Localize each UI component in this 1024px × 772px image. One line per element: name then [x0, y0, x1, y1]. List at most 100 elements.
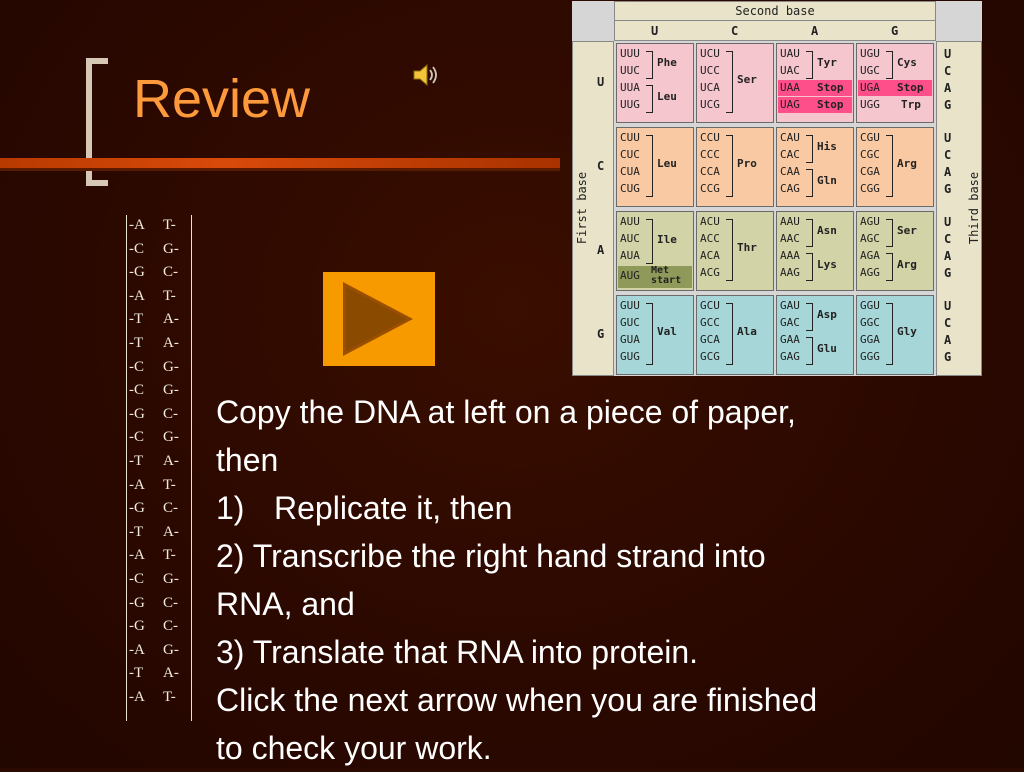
- third-base-letter: C: [944, 64, 952, 78]
- right-strand-base: G-: [163, 571, 179, 587]
- codon-bracket: [806, 219, 813, 247]
- amino-acid: Gln: [817, 174, 837, 187]
- amino-acid: Thr: [737, 241, 757, 254]
- codon-bracket: [886, 303, 893, 365]
- left-strand-base: -A: [129, 641, 145, 658]
- codon-bracket: [726, 135, 733, 197]
- step-text: Replicate it, then: [274, 490, 513, 526]
- codon-bracket: [886, 135, 893, 197]
- codon-bracket: [726, 51, 733, 113]
- codon: UUA: [620, 81, 640, 94]
- second-base-header: Second base: [614, 1, 936, 21]
- instruction-step-1: 1) Replicate it, then: [216, 484, 1006, 532]
- codon: ACC: [700, 232, 720, 245]
- right-strand-base: G-: [163, 358, 179, 375]
- third-base-letter: U: [944, 299, 952, 313]
- right-strand-base: T-: [163, 287, 176, 304]
- codon-bracket: [806, 169, 813, 197]
- codon-bracket: [806, 253, 813, 281]
- amino-acid: start: [651, 275, 682, 286]
- third-base-letter: C: [944, 232, 952, 246]
- codon: UUG: [620, 98, 640, 111]
- codon: UCA: [700, 81, 720, 94]
- right-strand-base: G-: [163, 240, 179, 257]
- codon: AUU: [620, 215, 640, 228]
- right-strand-base: A-: [163, 453, 179, 469]
- right-strand-base: A-: [163, 311, 179, 328]
- title-rule-shadow: [0, 168, 560, 171]
- codon: AGA: [860, 249, 880, 262]
- left-strand-base: -A: [129, 287, 145, 304]
- dna-base-pair: -C G-: [127, 239, 191, 262]
- amino-acid: Val: [657, 325, 677, 338]
- instruction-line: RNA, and: [216, 586, 355, 622]
- codon: CGA: [860, 165, 880, 178]
- title-rule: [0, 158, 560, 168]
- codon: CUU: [620, 131, 640, 144]
- codon-bracket: [806, 135, 813, 163]
- codon: CAA: [780, 165, 800, 178]
- codon: GAU: [780, 299, 800, 312]
- codon: AAA: [780, 249, 800, 262]
- codon: GGA: [860, 333, 880, 346]
- codon: CAU: [780, 131, 800, 144]
- amino-acid: Met: [651, 265, 670, 276]
- instruction-line: Click the next arrow when you are finish…: [216, 682, 818, 718]
- right-strand-base: A-: [163, 335, 179, 351]
- codon: ACA: [700, 249, 720, 262]
- first-base-letter: G: [597, 327, 605, 341]
- amino-acid: Trp: [901, 98, 921, 111]
- third-base-label: Third base: [967, 171, 981, 245]
- left-strand-base: -T: [129, 453, 144, 469]
- codon: CCG: [700, 182, 720, 195]
- amino-acid: Cys: [897, 56, 917, 69]
- left-strand-base: -A: [129, 476, 145, 493]
- codon-bracket: [646, 51, 653, 79]
- codon: UUC: [620, 64, 640, 77]
- codon: AGC: [860, 232, 880, 245]
- second-base-label: Second base: [735, 4, 815, 18]
- amino-acid: Asp: [817, 308, 837, 321]
- left-strand-base: -C: [129, 240, 144, 257]
- left-strand-base: -G: [129, 618, 145, 635]
- instructions: Copy the DNA at left on a piece of paper…: [216, 388, 1006, 772]
- right-strand-base: G-: [163, 382, 179, 399]
- amino-acid: Leu: [657, 157, 677, 170]
- right-strand-base: C-: [163, 594, 178, 611]
- codon: GAG: [780, 350, 800, 363]
- codon: CCU: [700, 131, 720, 144]
- amino-acid: His: [817, 140, 837, 153]
- right-strand-base: C-: [163, 264, 178, 281]
- codon: AUA: [620, 249, 640, 262]
- codon: GAA: [780, 333, 800, 346]
- speaker-icon[interactable]: [410, 60, 442, 90]
- third-base-letter: A: [944, 249, 952, 263]
- left-strand-base: -G: [129, 500, 145, 517]
- amino-acid: Ser: [737, 73, 757, 86]
- left-strand-base: -A: [129, 217, 145, 233]
- codon-bracket: [726, 303, 733, 365]
- third-base-letter: U: [944, 131, 952, 145]
- amino-acid: Glu: [817, 342, 837, 355]
- third-base-letter: G: [944, 182, 952, 196]
- play-button[interactable]: [323, 272, 435, 366]
- amino-acid: Asn: [817, 224, 837, 237]
- third-base-band: [936, 41, 982, 376]
- codon: GCU: [700, 299, 720, 312]
- play-arrow-icon: [343, 282, 413, 356]
